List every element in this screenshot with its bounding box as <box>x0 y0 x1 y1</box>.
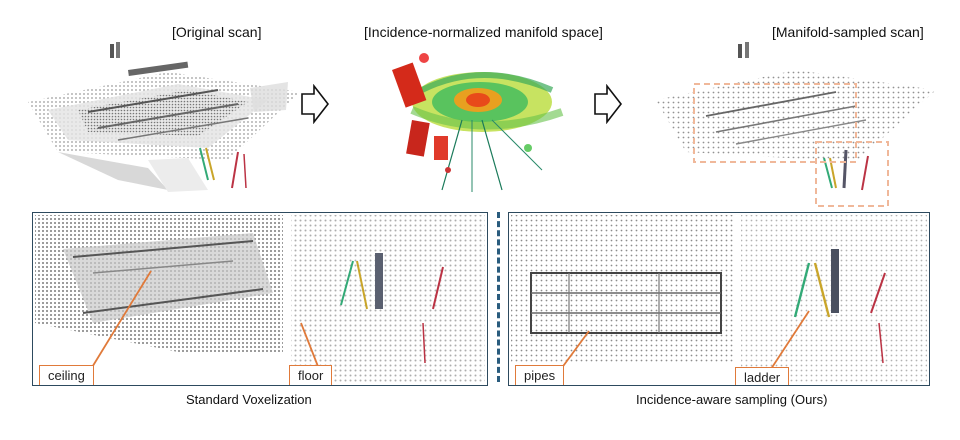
original-scan-label: [Original scan] <box>172 24 262 40</box>
voxelization-detail-image <box>35 215 485 383</box>
sampled-scan-image <box>656 42 936 207</box>
right-arrow-icon-1 <box>301 84 330 124</box>
manifold-space-label: [Incidence-normalized manifold space] <box>364 24 603 40</box>
standard-voxelization-caption: Standard Voxelization <box>186 392 312 407</box>
original-scan-image <box>28 42 300 192</box>
incidence-aware-caption: Incidence-aware sampling (Ours) <box>636 392 828 407</box>
incidence-aware-detail-image <box>511 215 927 383</box>
right-arrow-icon-2 <box>594 84 623 124</box>
standard-voxelization-panel: ceiling floor <box>32 212 488 386</box>
sampled-scan-label: [Manifold-sampled scan] <box>772 24 924 40</box>
manifold-space-image <box>392 53 564 192</box>
pipes-tag: pipes <box>515 365 565 385</box>
ceiling-tag: ceiling <box>39 365 94 385</box>
incidence-aware-panel: pipes ladder <box>508 212 930 386</box>
ladder-tag: ladder <box>735 367 790 385</box>
floor-tag: floor <box>289 365 333 385</box>
panel-divider <box>497 212 500 382</box>
